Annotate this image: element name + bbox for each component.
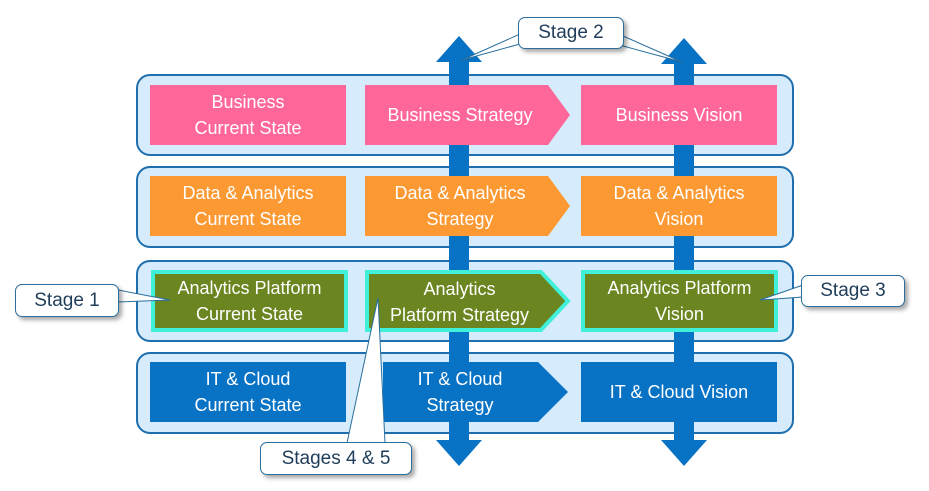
analytics-platform-vision-box: Analytics Platform Vision — [581, 270, 778, 332]
double-arrow-left — [436, 36, 482, 466]
business-strategy-box: Business Strategy — [387, 105, 533, 125]
data-analytics-vision-box: Data & Analytics Vision — [581, 176, 777, 236]
business-current-state-box: Business Current State — [150, 85, 346, 145]
business-vision-box: Business Vision — [581, 85, 777, 145]
stage-2-callout: Stage 2 — [518, 17, 624, 49]
data-analytics-current-state-box: Data & Analytics Current State — [150, 176, 346, 236]
stage-1-callout: Stage 1 — [15, 284, 119, 317]
it-cloud-vision-box: IT & Cloud Vision — [581, 362, 777, 422]
stage-3-callout: Stage 3 — [801, 275, 905, 307]
data-analytics-strategy-box: Data & Analytics Strategy — [394, 183, 526, 229]
analytics-platform-strategy-box: Analytics Platform Strategy — [389, 279, 530, 325]
it-cloud-current-state-box: IT & Cloud Current State — [150, 362, 346, 422]
double-arrow-right — [661, 38, 707, 466]
analytics-platform-current-state-box: Analytics Platform Current State — [151, 270, 348, 332]
it-cloud-strategy-box: IT & Cloud Strategy — [417, 369, 503, 415]
stages-4-5-callout: Stages 4 & 5 — [260, 442, 412, 475]
